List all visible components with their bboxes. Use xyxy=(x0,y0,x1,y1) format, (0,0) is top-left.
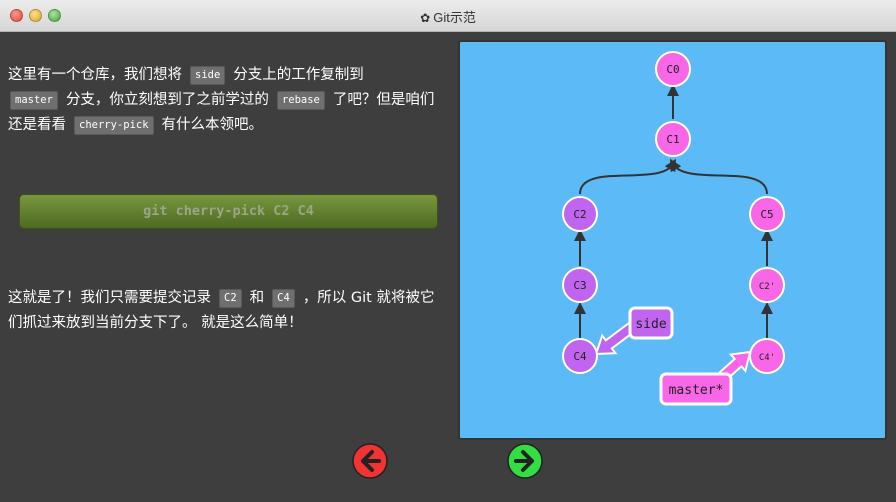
outro-text-2: 和 xyxy=(249,290,265,306)
branch-master: master* xyxy=(659,372,733,406)
commit-c1: C1 xyxy=(655,121,691,157)
window-title-text: Git示范 xyxy=(433,10,476,25)
commit-c3: C3 xyxy=(562,267,598,303)
arrow-left-icon xyxy=(352,443,388,479)
commit-c2p: C2' xyxy=(749,267,785,303)
window-title: ✿Git示范 xyxy=(0,7,896,26)
intro-text-3: 分支，你立刻想到了之前学过的 xyxy=(65,92,269,108)
intro-text-4: 了吧？但是咱们还是看看 xyxy=(8,92,435,133)
close-window-button[interactable] xyxy=(10,9,23,22)
commit-label: C2 xyxy=(573,208,586,221)
intro-paragraph: 这里有一个仓库，我们想将 side 分支上的工作复制到 master 分支，你立刻想到了… xyxy=(8,63,448,138)
commit-label: C1 xyxy=(666,133,679,146)
outro-text-3: ，所以 Git 就将被它们抓过来放到当前分支下了。 就是这么简单！ xyxy=(8,290,435,331)
commit-c4p: C4' xyxy=(749,338,785,374)
branch-arrow-side xyxy=(594,321,637,356)
branch-label: master* xyxy=(669,383,724,398)
intro-text-5: 有什么本领吧。 xyxy=(161,117,264,133)
maximize-window-button[interactable] xyxy=(48,9,61,22)
commit-label: C3 xyxy=(573,279,586,292)
commit-label: C4 xyxy=(573,350,587,363)
code-side: side xyxy=(190,66,226,85)
edge-c2-c1 xyxy=(579,158,676,195)
commit-label: C2' xyxy=(759,282,775,292)
gear-icon: ✿ xyxy=(420,11,431,25)
outro-text-1: 这就是了！我们只需要提交记录 xyxy=(8,290,211,306)
commit-label: C0 xyxy=(666,63,679,76)
commit-c4: C4 xyxy=(562,338,598,374)
back-button[interactable] xyxy=(352,443,388,479)
title-bar: ✿Git示范 xyxy=(0,0,896,32)
code-c2: C2 xyxy=(219,289,242,308)
command-button[interactable]: git cherry-pick C2 C4 xyxy=(19,194,438,229)
arrow-right-icon xyxy=(507,443,543,479)
branch-label: side xyxy=(635,317,666,332)
code-rebase: rebase xyxy=(276,91,325,110)
commit-c5: C5 xyxy=(749,196,785,232)
code-cherry-pick: cherry-pick xyxy=(74,116,154,135)
minimize-window-button[interactable] xyxy=(29,9,42,22)
intro-text-2: 分支上的工作复制到 xyxy=(233,67,364,83)
intro-text-1: 这里有一个仓库，我们想将 xyxy=(8,67,182,83)
branch-side: side xyxy=(628,306,674,340)
edge-c5-c1 xyxy=(670,158,768,195)
forward-button[interactable] xyxy=(507,443,543,479)
commit-label: C5 xyxy=(760,208,773,221)
code-master: master xyxy=(10,91,58,110)
code-c4: C4 xyxy=(272,289,295,308)
commit-c2: C2 xyxy=(562,196,598,232)
commit-label: C4' xyxy=(759,353,775,363)
outro-paragraph: 这就是了！我们只需要提交记录 C2 和 C4，所以 Git 就将被它们抓过来放到当前分… xyxy=(8,286,448,336)
commit-c0: C0 xyxy=(655,51,691,87)
